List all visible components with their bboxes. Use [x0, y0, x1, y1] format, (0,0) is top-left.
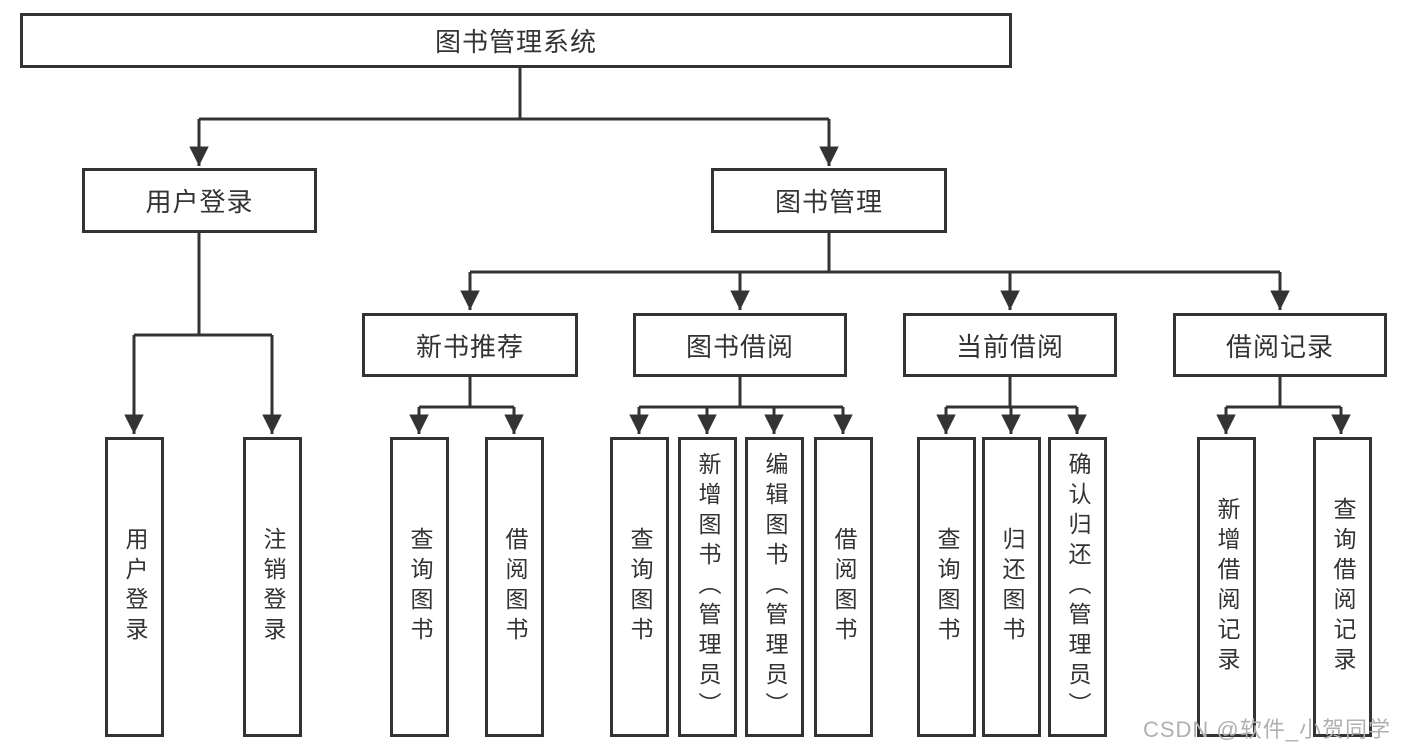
node-label: 注销登录	[260, 527, 286, 647]
leaf-query-books-borrow: 查询图书	[610, 437, 669, 737]
node-user-login: 用户登录	[82, 168, 317, 233]
csdn-watermark: CSDN @软件_小贺同学	[1142, 717, 1391, 742]
leaf-edit-books-admin: 编辑图书（管理员）	[745, 437, 804, 737]
edge-new-book-recommend-tee	[419, 377, 514, 409]
node-label: 图书管理	[774, 187, 883, 217]
node-borrow-records: 借阅记录	[1173, 313, 1387, 377]
node-label: 用户登录	[145, 187, 254, 217]
leaf-confirm-return-admin: 确认归还（管理员）	[1048, 437, 1107, 737]
node-new-book-recommend: 新书推荐	[362, 313, 578, 377]
edge-borrow-records-tee	[1226, 377, 1341, 409]
node-label: 新增借阅记录	[1214, 497, 1240, 677]
node-label: 借阅图书	[831, 527, 857, 647]
leaf-add-borrow-record: 新增借阅记录	[1197, 437, 1256, 737]
leaf-borrow-books: 借阅图书	[814, 437, 873, 737]
node-label: 当前借阅	[955, 331, 1064, 362]
node-label: 用户登录	[122, 527, 148, 647]
edge-current-borrow-tee	[946, 377, 1077, 409]
node-current-borrow: 当前借阅	[903, 313, 1117, 377]
node-label: 借阅记录	[1225, 331, 1334, 362]
edge-book-management-tee	[470, 233, 1280, 274]
leaf-query-books-current: 查询图书	[917, 437, 976, 737]
leaf-query-borrow-record: 查询借阅记录	[1313, 437, 1372, 737]
node-label: 确认归还（管理员）	[1065, 452, 1091, 722]
node-label: 新书推荐	[415, 331, 524, 362]
node-label: 图书借阅	[685, 331, 794, 362]
node-label: 查询图书	[934, 527, 960, 647]
node-book-borrow: 图书借阅	[633, 313, 847, 377]
leaf-query-books-recommend: 查询图书	[390, 437, 449, 737]
edge-user-login-tee	[134, 233, 272, 337]
node-library-system: 图书管理系统	[20, 13, 1012, 68]
edge-book-borrow-tee	[639, 377, 843, 409]
leaf-user-login: 用户登录	[105, 437, 164, 737]
node-label: 图书管理系统	[434, 27, 597, 57]
leaf-add-books-admin: 新增图书（管理员）	[678, 437, 737, 737]
node-label: 归还图书	[999, 527, 1025, 647]
leaf-return-books: 归还图书	[982, 437, 1041, 737]
node-label: 编辑图书（管理员）	[762, 452, 788, 722]
node-book-management: 图书管理	[711, 168, 947, 233]
node-label: 查询图书	[407, 527, 433, 647]
node-label: 查询借阅记录	[1330, 497, 1356, 677]
leaf-logout: 注销登录	[243, 437, 302, 737]
node-label: 查询图书	[627, 527, 653, 647]
node-label: 借阅图书	[502, 527, 528, 647]
leaf-borrow-books-recommend: 借阅图书	[485, 437, 544, 737]
edge-root-tee	[199, 68, 829, 121]
node-label: 新增图书（管理员）	[695, 452, 721, 722]
